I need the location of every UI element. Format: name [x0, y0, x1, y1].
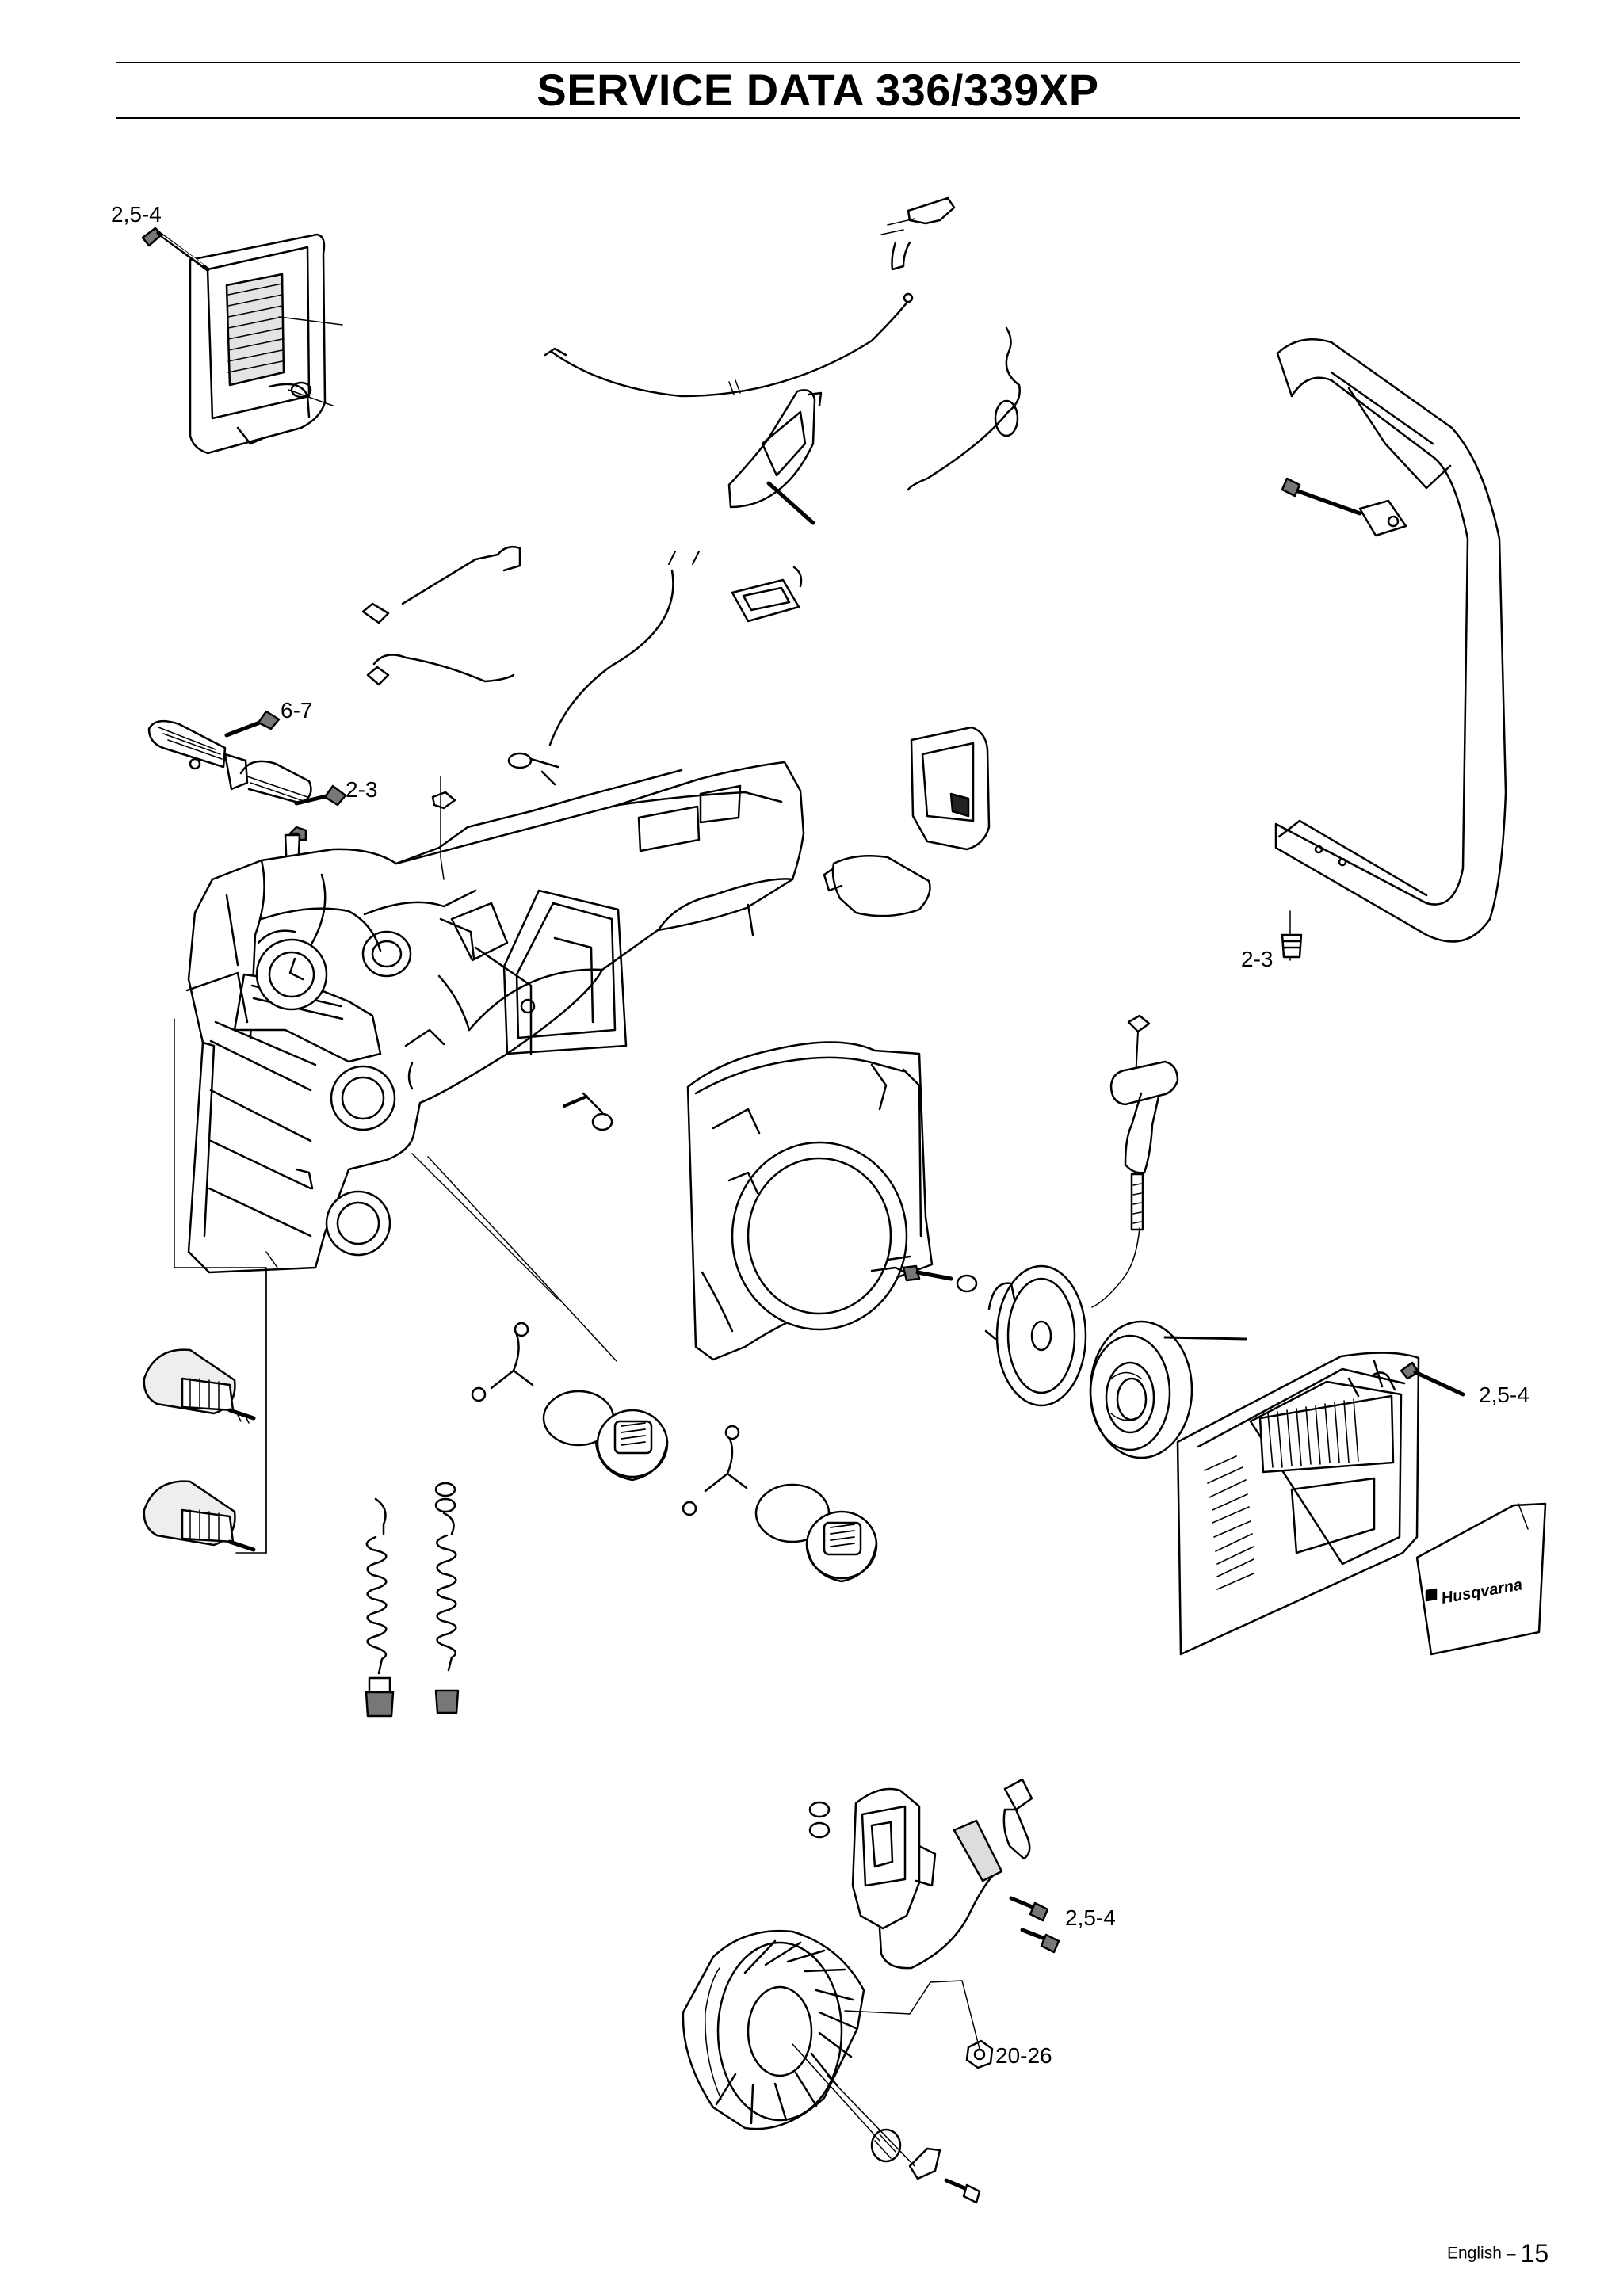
recoil-spring-cassette	[1090, 1322, 1246, 1458]
intake-boot-left	[596, 1410, 667, 1480]
leader-line	[845, 1981, 980, 2049]
stop-switch	[732, 567, 801, 621]
intake-tool-right	[683, 1426, 829, 1542]
filter-cover	[190, 235, 325, 453]
torque-label-front-handle: 2-3	[1241, 947, 1274, 971]
leader-line	[441, 792, 444, 879]
starter-cover-screw	[1401, 1363, 1463, 1394]
av-element-left-lower	[144, 1482, 254, 1550]
flywheel-nut	[967, 2041, 992, 2068]
handle-grip-insert	[824, 856, 930, 916]
starter-cover	[1178, 1352, 1419, 1654]
av-spring-right	[436, 1483, 458, 1713]
nut-small	[433, 776, 455, 808]
starter-pulley	[986, 1266, 1086, 1405]
spark-plug-cap	[954, 1779, 1032, 1881]
header-rule-top	[116, 62, 1520, 63]
torque-label-flywheel-nut: 20-26	[995, 2043, 1052, 2068]
throttle-cable	[545, 294, 912, 396]
footer-language: English	[1447, 2244, 1502, 2263]
starter-handle	[1111, 1016, 1178, 1230]
screw-2-3-handle	[296, 786, 346, 805]
ignition-screw-upper	[1011, 1898, 1048, 1920]
page-footer: English–15	[1447, 2239, 1549, 2268]
throttle-spring	[908, 328, 1020, 490]
flywheel	[683, 1931, 864, 2129]
page-title: SERVICE DATA 336/339XP	[537, 65, 1099, 115]
screw-6-7	[227, 711, 279, 735]
ignition-wiring	[509, 551, 699, 784]
leader-line	[792, 2044, 915, 2166]
crankcase-housing	[187, 762, 804, 1272]
front-handle-screw-lower	[1282, 911, 1301, 960]
front-handle-screw-upper	[1282, 479, 1360, 513]
footer-dash: –	[1506, 2244, 1516, 2263]
leader-line	[266, 1252, 277, 1553]
throttle-trigger	[729, 390, 821, 523]
ignition-module	[810, 1789, 995, 1968]
torque-label-starter-cover: 2,5-4	[1479, 1383, 1529, 1407]
leader-line	[279, 317, 342, 406]
starter-pawl-assembly	[872, 2130, 980, 2203]
torque-label-cover-top-left: 2,5-4	[111, 202, 162, 227]
rear-anti-vibration-element	[149, 721, 311, 803]
av-element-left-upper	[144, 1350, 254, 1423]
pulley-screw	[903, 1266, 976, 1291]
warning-decal: Husqvarna	[1417, 1504, 1545, 1654]
header-rule-bottom	[116, 117, 1520, 119]
leader-line	[428, 1157, 617, 1361]
intake-boot-right	[807, 1512, 876, 1581]
short-circuit-cable	[363, 547, 520, 685]
av-spring-left	[366, 1499, 393, 1716]
inspection-cover	[911, 727, 989, 849]
leader-line	[412, 1154, 558, 1299]
intake-tool-left	[472, 1323, 613, 1445]
cover-screw-top-left	[143, 228, 208, 269]
torque-label-handle-lower: 2-3	[346, 777, 378, 802]
torque-label-ignition-module: 2,5-4	[1065, 1905, 1116, 1930]
ignition-screw-lower	[1022, 1930, 1059, 1952]
front-handle	[1276, 339, 1506, 941]
torque-label-handle-upper: 6-7	[281, 698, 313, 723]
fan-housing	[688, 1042, 932, 1360]
starter-rope	[1092, 1228, 1140, 1307]
throttle-lockout	[881, 198, 954, 269]
page-number: 15	[1520, 2239, 1549, 2267]
